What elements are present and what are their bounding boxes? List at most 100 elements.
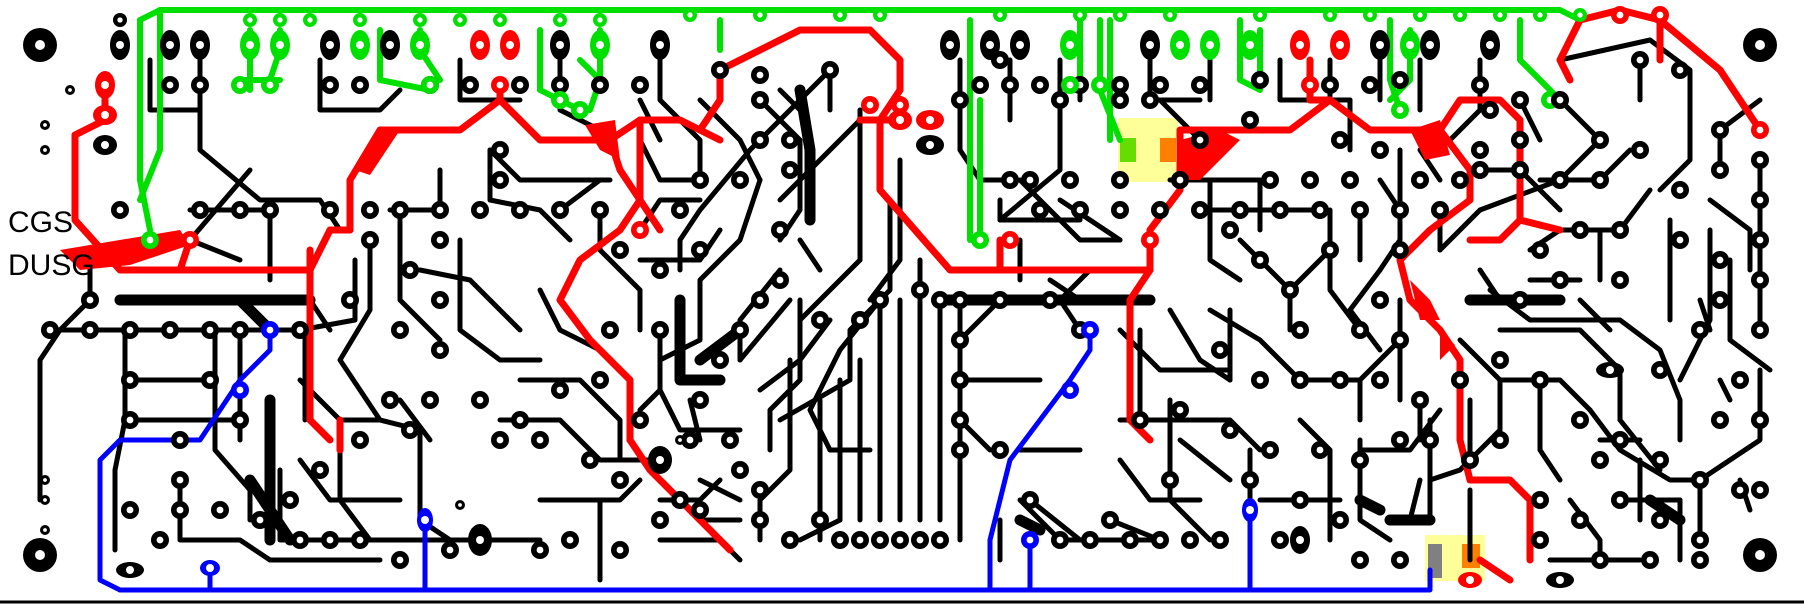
pad-drill-hole [596,41,604,49]
pad-drill-hole [1516,96,1524,104]
pad-drill-hole [516,81,524,89]
pad-drill-hole [1226,426,1234,434]
pad-drill-hole [386,396,394,404]
pad-drill-hole [1376,296,1384,304]
pad-drill-hole [556,386,564,394]
pad-drill-hole [43,528,47,532]
pad-drill-hole [1536,496,1544,504]
pad-drill-hole [616,246,624,254]
pad-drill-hole [1257,12,1263,18]
pad-drill-hole [101,81,109,89]
pad-drill-hole [1596,176,1604,184]
pad-drill-hole [1106,516,1114,524]
pad-drill-hole [176,476,184,484]
pad-drill-hole [86,326,94,334]
pad-drill-hole [656,456,664,464]
pad-drill-hole [1026,176,1034,184]
pad-drill-hole [1006,236,1014,244]
pad-drill-hole [1356,556,1364,564]
pad-drill-hole [1756,156,1764,164]
pad-drill-hole [1246,476,1254,484]
pad-drill-hole [1296,536,1304,544]
pad-drill-hole [1486,106,1494,114]
pad-drill-hole [1276,536,1284,544]
pad-drill-hole [206,376,214,384]
pad-drill-hole [676,206,684,214]
pad-drill-hole [756,136,764,144]
pad-drill-hole [996,446,1004,454]
pad-drill-hole [426,396,434,404]
pad-drill-hole [1756,326,1764,334]
pad-drill-hole [236,416,244,424]
pad-drill-hole [326,536,334,544]
pad-drill-hole [497,17,503,23]
pad-drill-hole [1076,206,1084,214]
pad-drill-hole [556,81,564,89]
pad-drill-hole [436,296,444,304]
pad-drill-hole [196,206,204,214]
pad-drill-hole [1167,12,1173,18]
pad-drill-hole [1556,276,1564,284]
pad-drill-hole [1256,256,1264,264]
pad-drill-hole [1296,41,1304,49]
pad-drill-hole [586,456,594,464]
pad-drill-hole [1056,96,1064,104]
pad-drill-hole [236,326,244,334]
pad-drill-hole [736,176,744,184]
pad-drill-hole [396,326,404,334]
pad-drill-hole [636,416,644,424]
pad-drill-hole [696,506,704,514]
pad-drill-hole [296,536,304,544]
pad-drill-hole [356,436,364,444]
pad-drill-hole [1256,76,1264,84]
pad-drill-hole [1146,236,1154,244]
pad-drill-hole [1516,166,1524,174]
pad-drill-hole [1536,246,1544,254]
pad-drill-hole [1336,136,1344,144]
pad-drill-hole [1716,166,1724,174]
pad-drill-hole [837,12,843,18]
pad-drill-hole [1026,496,1034,504]
pad-drill-hole [1246,41,1254,49]
pad-drill-hole [556,206,564,214]
pad-drill-hole [736,466,744,474]
pad-drill-hole [1426,436,1434,444]
pad-drill-hole [1636,146,1644,154]
pad-drill-hole [406,266,414,274]
pad-drill-hole [256,516,264,524]
pad-drill-hole [1457,12,1463,18]
pad-drill-hole [1716,126,1724,134]
blue-signal-net [97,327,1433,593]
pad-drill-hole [1556,176,1564,184]
pad-drill-hole [1756,276,1764,284]
pad-drill-hole [896,116,904,124]
pad-drill-hole [126,376,134,384]
pad-drill-hole [1236,206,1244,214]
pad-drill-hole [1066,176,1074,184]
pad-drill-hole [126,566,134,574]
pad-drill-hole [496,436,504,444]
pad-drill-hole [346,296,354,304]
pad-drill-hole [1396,106,1404,114]
pad-drill-hole [43,123,47,127]
pad-drill-hole [176,436,184,444]
pad-drill-hole [1306,81,1314,89]
pad-drill-hole [656,326,664,334]
pad-drill-hole [756,96,764,104]
pad-drill-hole [296,326,304,334]
pad-drill-hole [916,536,924,544]
pad-drill-hole [1006,81,1014,89]
pad-drill-hole [1456,376,1464,384]
pad-drill-hole [1036,81,1044,89]
pad-drill-hole [1336,376,1344,384]
pad-drill-hole [506,41,514,49]
pad-drill-hole [421,516,429,524]
pad-drill-hole [446,546,454,554]
pad-drill-hole [116,41,124,49]
pad-drill-hole [756,486,764,494]
pad-drill-hole [1327,12,1333,18]
pad-drill-hole [436,346,444,354]
pad-drill-hole [1276,206,1284,214]
pad-drill-hole [816,516,824,524]
